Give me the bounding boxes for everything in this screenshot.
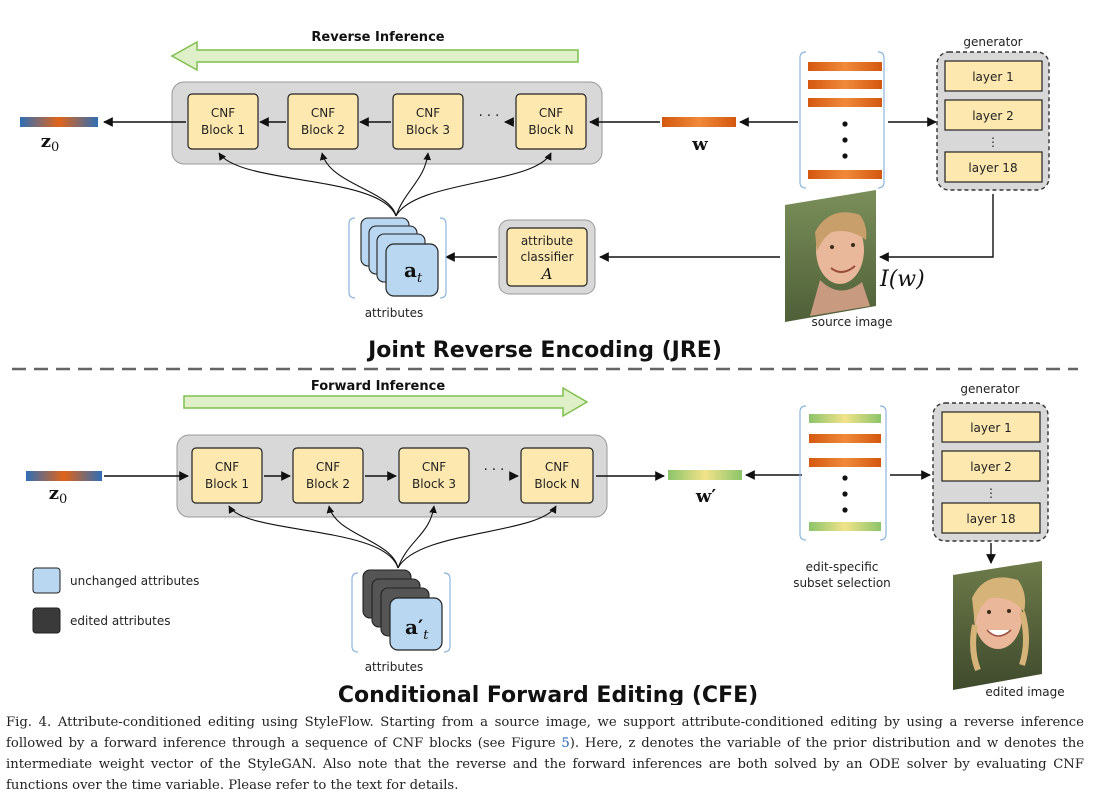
legend-label-unchanged: unchanged attributes <box>70 574 199 588</box>
svg-text:layer 1: layer 1 <box>970 421 1012 435</box>
cfe-cnf-block-2: CNF Block 2 <box>292 447 364 504</box>
svg-text:Block 3: Block 3 <box>406 123 450 137</box>
cfe-w-prime-latent <box>668 470 742 480</box>
jre-cnf-block-1: CNF Block 1 <box>187 93 259 150</box>
caption-text-after: ). Here, z denotes the variable of the p… <box>6 736 1084 793</box>
jre-cnf-container <box>171 81 603 165</box>
svg-text:Block 3: Block 3 <box>412 477 456 491</box>
svg-text:Block 2: Block 2 <box>301 123 345 137</box>
legend-swatch-unchanged <box>32 567 61 594</box>
reverse-inference-arrow <box>170 40 579 72</box>
svg-text:CNF: CNF <box>416 106 440 120</box>
svg-text:CNF: CNF <box>545 460 569 474</box>
jre-attributes-label: attributes <box>365 306 424 320</box>
jre-title: Joint Reverse Encoding (JRE) <box>366 338 722 363</box>
svg-text:CNF: CNF <box>215 460 239 474</box>
caption-figure-number: Fig. 4. <box>6 715 52 730</box>
svg-text:Block N: Block N <box>534 477 579 491</box>
forward-inference-label: Forward Inference <box>311 379 445 394</box>
cfe-z0-latent <box>26 471 102 481</box>
source-image-label: source image <box>811 315 892 329</box>
caption-text-before: Attribute-conditioned editing using Styl… <box>6 715 1084 751</box>
reverse-inference-label: Reverse Inference <box>311 30 444 45</box>
svg-text:Block 1: Block 1 <box>205 477 249 491</box>
jre-cnf-block-n: CNF Block N <box>515 93 587 150</box>
cfe-ellipsis: · · · <box>484 463 505 478</box>
svg-text:generator: generator <box>960 382 1019 396</box>
subset-label-line2: subset selection <box>793 576 891 590</box>
cfe-condition-arrows <box>228 505 557 569</box>
jre-w-label: w <box>691 134 708 155</box>
svg-text:layer 2: layer 2 <box>970 460 1012 474</box>
svg-text:layer 2: layer 2 <box>972 109 1014 123</box>
subset-label-line1: edit-specific <box>806 560 879 574</box>
jre-cnf-block-3: CNF Block 3 <box>392 93 464 150</box>
svg-text:A: A <box>540 265 553 283</box>
cfe-w-prime-label: w′ <box>695 486 716 507</box>
cfe-cnf-block-1: CNF Block 1 <box>191 447 263 504</box>
cfe-cnf-block-3: CNF Block 3 <box>398 447 470 504</box>
svg-text:Block 2: Block 2 <box>306 477 350 491</box>
jre-w-stack <box>799 51 885 189</box>
cfe-attribute-stack: a′t <box>351 569 451 653</box>
svg-text:CNF: CNF <box>316 460 340 474</box>
jre-attribute-symbol: at <box>404 258 423 286</box>
svg-text:layer 18: layer 18 <box>966 512 1015 526</box>
svg-text:CNF: CNF <box>211 106 235 120</box>
legend: unchanged attributes edited attributes <box>32 567 199 634</box>
source-image <box>785 190 876 322</box>
jre-ellipsis: · · · <box>479 109 500 124</box>
cfe-generator: generator layer 1 layer 2 ⋮ layer 18 <box>932 382 1049 542</box>
cfe-title: Conditional Forward Editing (CFE) <box>338 683 758 705</box>
source-image-function-label: I(w) <box>879 267 925 292</box>
cfe-z0-label: z0 <box>49 483 68 507</box>
jre-cnf-block-2: CNF Block 2 <box>287 93 359 150</box>
cfe-cnf-block-n: CNF Block N <box>520 447 594 504</box>
edited-image <box>953 561 1042 690</box>
svg-text:layer 18: layer 18 <box>968 161 1017 175</box>
svg-text:classifier: classifier <box>521 250 574 264</box>
svg-text:layer 1: layer 1 <box>972 70 1014 84</box>
svg-text:attribute: attribute <box>521 234 573 248</box>
cfe-attribute-symbol: a′t <box>405 615 429 643</box>
svg-text:Block 1: Block 1 <box>201 123 245 137</box>
jre-condition-arrows <box>218 152 552 217</box>
jre-generator: generator layer 1 layer 2 ⋮ layer 18 <box>936 35 1050 191</box>
cfe-section: Forward Inference CNF Block 1 CNF Block … <box>26 379 1065 705</box>
svg-text:⋮: ⋮ <box>987 135 999 149</box>
svg-text:generator: generator <box>963 35 1022 49</box>
caption-figure-link[interactable]: 5 <box>561 736 570 751</box>
styleflow-diagram: Reverse Inference CNF Block 1 CNF Block … <box>12 30 1078 705</box>
jre-z0-label: z0 <box>41 131 60 155</box>
cfe-attributes-label: attributes <box>365 660 424 674</box>
svg-text:⋮: ⋮ <box>985 486 997 500</box>
edited-image-label: edited image <box>985 685 1064 699</box>
svg-text:Block N: Block N <box>528 123 573 137</box>
figure-caption: Fig. 4. Attribute-conditioned editing us… <box>6 712 1084 796</box>
cfe-w-stack <box>799 405 887 541</box>
jre-w-latent <box>662 117 736 127</box>
legend-swatch-edited <box>32 607 61 634</box>
forward-inference-arrow <box>183 386 589 418</box>
svg-text:CNF: CNF <box>422 460 446 474</box>
jre-z0-latent <box>20 117 98 127</box>
legend-label-edited: edited attributes <box>70 614 170 628</box>
jre-attribute-stack: at <box>348 217 447 299</box>
jre-section: Reverse Inference CNF Block 1 CNF Block … <box>20 30 1050 363</box>
svg-text:CNF: CNF <box>539 106 563 120</box>
svg-text:CNF: CNF <box>311 106 335 120</box>
attribute-classifier: attribute classifier A <box>498 219 596 295</box>
